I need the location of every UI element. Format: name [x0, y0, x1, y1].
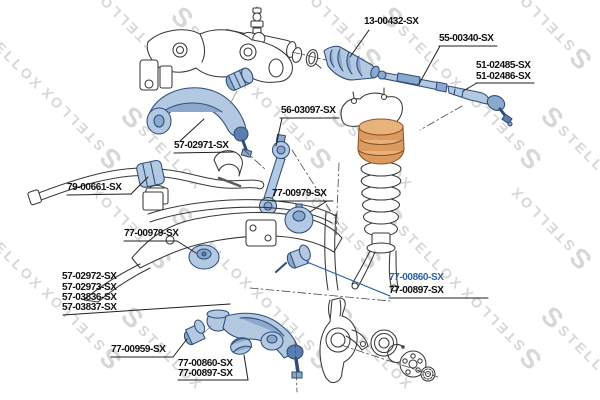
boot-clamp	[305, 49, 321, 68]
label-bump-stop-alt-right[interactable]: 77-00897-SX	[389, 285, 444, 296]
label-bump-stop-highlighted[interactable]: 77-00860-SX	[389, 272, 444, 283]
control-arm-bushing[interactable]	[180, 318, 211, 346]
shock-fork	[352, 233, 398, 291]
tie-rod-boot[interactable]	[324, 46, 381, 80]
label-bump-stop-bottom-1[interactable]: 77-00860-SX	[178, 358, 233, 369]
label-bump-stop-bottom-2[interactable]: 77-00897-SX	[178, 368, 233, 379]
label-subframe-bushing-right[interactable]: 77-00979-SX	[272, 188, 327, 199]
label-lower-arm-option-3[interactable]: 57-03836-SX	[62, 292, 117, 303]
leader-lines	[63, 30, 534, 380]
upper-control-arm[interactable]	[147, 88, 252, 157]
air-spring-top[interactable]	[358, 119, 404, 164]
label-subframe-bushing-left[interactable]: 77-00979-SX	[124, 228, 179, 239]
label-stabilizer-link[interactable]: 56-03097-SX	[281, 105, 336, 116]
label-tie-rod-end-b[interactable]: 51-02486-SX	[476, 71, 531, 82]
subframe-bushing-left[interactable]	[189, 245, 219, 269]
label-lower-arm-option-4[interactable]: 57-03837-SX	[62, 302, 117, 313]
label-inner-tie-rod[interactable]: 55-00340-SX	[439, 33, 494, 44]
lower-ball-joint[interactable]	[287, 345, 303, 378]
air-spring-bellows	[361, 162, 401, 236]
centerlines	[243, 52, 462, 392]
label-tie-rod-end-a[interactable]: 51-02485-SX	[476, 60, 531, 71]
label-stabilizer-bushing[interactable]: 79-00661-SX	[67, 182, 122, 193]
bump-stop[interactable]	[229, 336, 253, 357]
tie-rod-end[interactable]	[448, 86, 512, 126]
label-upper-control-arm[interactable]: 57-02971-SX	[174, 140, 229, 151]
stabilizer-link[interactable]	[258, 134, 290, 219]
subframe-bracket	[140, 30, 292, 90]
lower-arm-rear-bushing[interactable]	[276, 243, 313, 272]
stabilizer-bushing[interactable]	[136, 160, 165, 189]
label-tie-rod-boot[interactable]: 13-00432-SX	[364, 16, 419, 27]
upper-arm-bushing[interactable]	[224, 66, 255, 92]
inner-tie-rod[interactable]	[378, 71, 447, 92]
lower-control-arm[interactable]	[207, 310, 299, 358]
wheel-bearing	[371, 330, 397, 356]
label-lower-arm-option-2[interactable]: 57-02973-SX	[62, 282, 117, 293]
steering-knuckle	[320, 298, 368, 383]
stabilizer-bar	[27, 172, 260, 205]
subframe-bushing-right[interactable]	[285, 204, 313, 233]
o-ring	[291, 47, 303, 64]
label-arm-bushing[interactable]: 77-00959-SX	[111, 344, 166, 355]
label-lower-arm-option-1[interactable]: 57-02972-SX	[62, 271, 117, 282]
